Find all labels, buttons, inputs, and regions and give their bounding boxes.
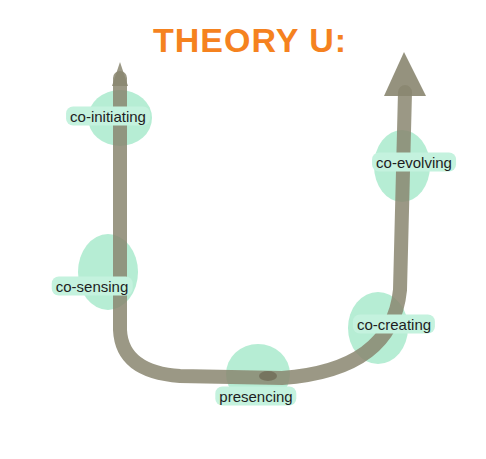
presencing-dot	[259, 371, 277, 381]
right-arrowhead	[384, 52, 426, 96]
stage-label: co-initiating	[66, 107, 150, 126]
title: THEORY U:	[153, 21, 347, 60]
stage-label: co-evolving	[372, 153, 456, 172]
left-arrowhead	[112, 62, 128, 86]
stage-label: presencing	[215, 387, 296, 406]
stage-label: co-sensing	[52, 277, 133, 296]
stage-label: co-creating	[353, 315, 435, 334]
